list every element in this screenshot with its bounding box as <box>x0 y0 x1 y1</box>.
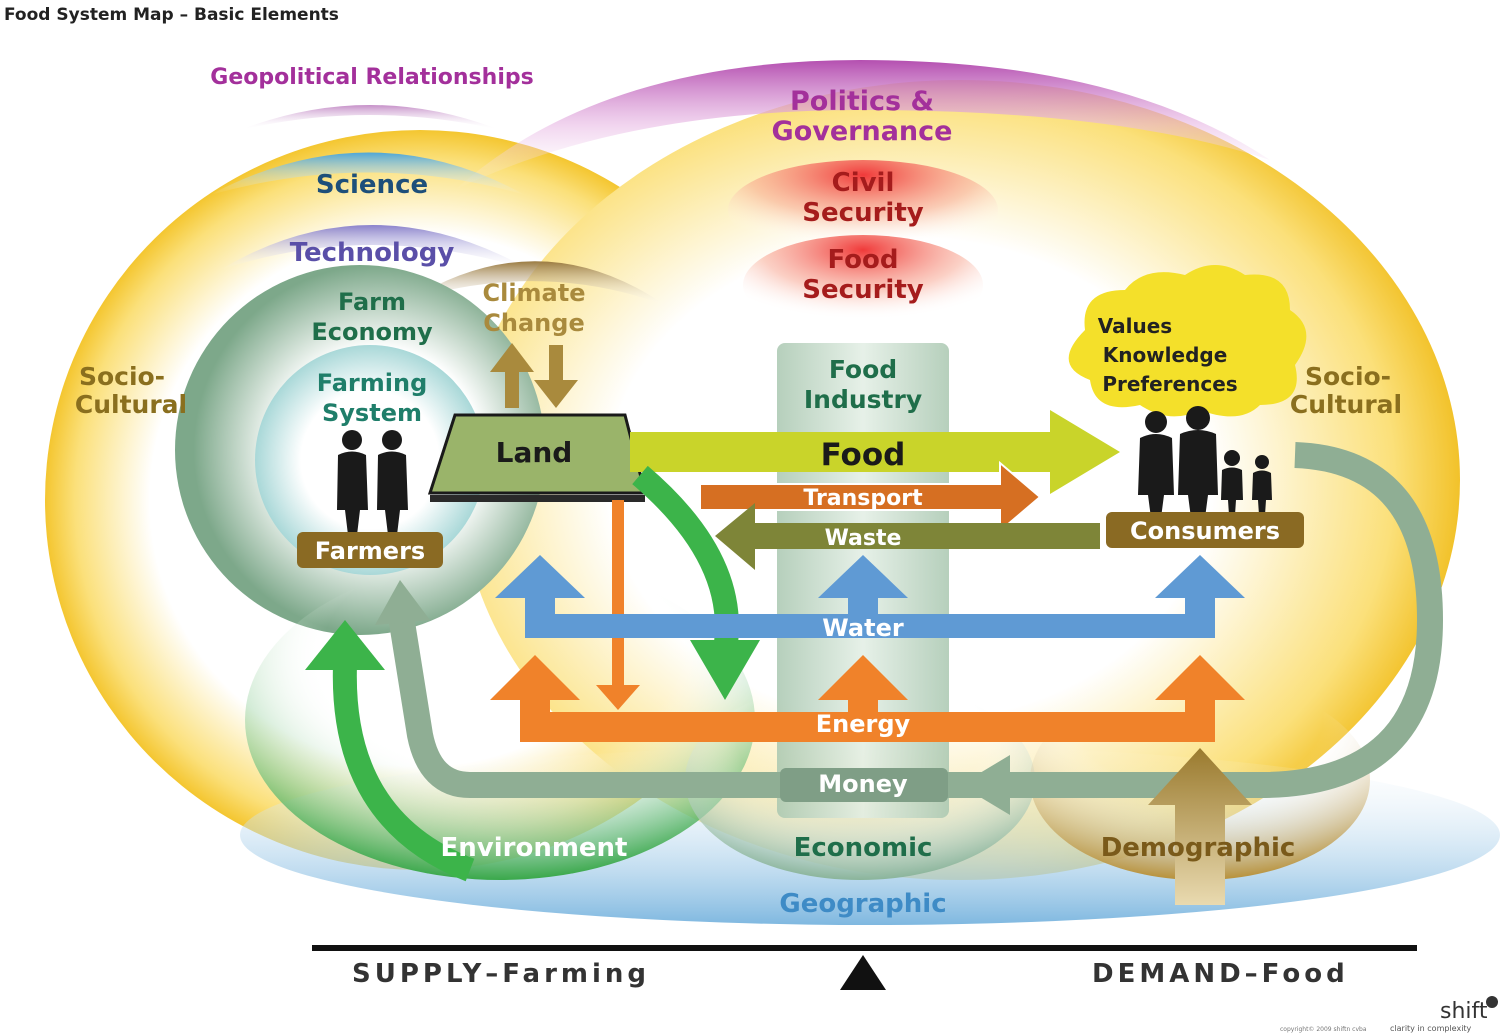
food-industry-line1: Food <box>829 355 897 384</box>
economic-label: Economic <box>794 833 933 863</box>
money-arrowhead-left <box>375 580 430 625</box>
values-line3: Preferences <box>1102 372 1237 396</box>
land-to-environment-arrowhead <box>690 640 760 700</box>
energy-pipe <box>520 698 1215 742</box>
land-label: Land <box>496 436 573 469</box>
science-label: Science <box>316 170 428 200</box>
climate-down-arrowhead <box>534 380 578 408</box>
waste-label: Waste <box>825 526 902 551</box>
balance-beam <box>312 945 1417 951</box>
food-security-line2: Security <box>802 275 923 305</box>
land-down-arrow-shaft <box>612 500 624 690</box>
energy-arrowhead-center <box>818 655 908 700</box>
page-title: Food System Map – Basic Elements <box>4 5 339 25</box>
energy-arrowhead-right <box>1155 655 1245 700</box>
farming-system-line2: System <box>322 399 422 427</box>
waste-arrow <box>715 503 1100 570</box>
supply-label: SUPPLY–Farming <box>352 959 650 989</box>
technology-label: Technology <box>290 238 455 268</box>
consumers-label: Consumers <box>1130 517 1280 545</box>
food-label: Food <box>821 437 906 473</box>
farmers-figures <box>337 430 408 535</box>
farming-system-line1: Farming <box>317 369 428 397</box>
consumers-figures <box>1138 406 1272 518</box>
socio-cultural-left-line2: Cultural <box>75 390 187 419</box>
water-label: Water <box>822 614 904 642</box>
energy-arrowhead-left <box>490 655 580 700</box>
civil-security-line1: Civil <box>832 168 895 198</box>
science-arc <box>210 152 525 195</box>
civil-security-glow <box>728 160 998 260</box>
demand-label: DEMAND–Food <box>1092 959 1349 989</box>
climate-up-arrowhead <box>490 343 534 372</box>
copyright-text: copyright© 2009 shiftn cvba <box>1280 1026 1367 1033</box>
logo-tagline: clarity in complexity <box>1390 1024 1472 1033</box>
money-arrowhead-center <box>960 755 1010 815</box>
demographic-arrow <box>1148 748 1252 905</box>
climate-down-arrow-shaft <box>549 345 563 383</box>
food-security-line1: Food <box>827 245 898 275</box>
food-security-glow <box>743 235 983 335</box>
civil-security-line2: Security <box>802 198 923 228</box>
consumers-label-box <box>1106 512 1304 548</box>
climate-change-line1: Climate <box>482 279 585 307</box>
environment-to-farmers-arrow <box>332 664 475 882</box>
politics-governance-arc <box>455 60 1270 190</box>
socio-cultural-left-line1: Socio- <box>79 362 165 391</box>
values-line2: Knowledge <box>1103 343 1228 367</box>
water-arrowhead-center <box>818 555 908 598</box>
socio-cultural-right-line1: Socio- <box>1305 362 1391 391</box>
technology-arc <box>220 225 530 270</box>
climate-up-arrow-shaft <box>505 370 519 408</box>
water-pipe <box>525 596 1215 638</box>
money-label-box <box>780 768 948 802</box>
farm-economy-line2: Economy <box>311 318 433 346</box>
socio-cultural-right-line2: Cultural <box>1290 390 1402 419</box>
water-column-shaft <box>848 596 878 616</box>
transport-label: Transport <box>803 486 923 511</box>
land-down-arrowhead <box>596 685 640 710</box>
climate-change-arc <box>410 261 665 305</box>
logo-text: shift <box>1440 999 1488 1024</box>
geographic-label: Geographic <box>779 889 946 919</box>
environment-label: Environment <box>441 833 628 863</box>
energy-label: Energy <box>816 710 911 738</box>
farmers-label: Farmers <box>315 537 425 565</box>
money-label: Money <box>818 770 908 798</box>
politics-label-line1: Politics & <box>790 86 934 117</box>
farm-economy-line1: Farm <box>338 288 406 316</box>
energy-column-shaft <box>848 698 878 714</box>
water-arrowhead-left <box>495 555 585 598</box>
balance-fulcrum <box>840 955 886 990</box>
values-line1: Values <box>1098 314 1172 338</box>
values-cloud <box>1068 265 1307 417</box>
farming-system-ring <box>255 345 485 575</box>
demographic-label: Demographic <box>1101 833 1296 863</box>
land-block-shadow <box>430 495 645 502</box>
food-arrow <box>630 410 1120 494</box>
geopolitical-label: Geopolitical Relationships <box>210 65 533 90</box>
food-industry-line2: Industry <box>804 385 922 414</box>
politics-label-line2: Governance <box>772 116 953 147</box>
climate-change-line2: Change <box>483 309 584 337</box>
money-loop <box>387 442 1443 798</box>
farmers-label-box <box>297 532 443 568</box>
shift-logo: shift clarity in complexity copyright© 2… <box>1280 996 1498 1033</box>
water-arrowhead-right <box>1155 555 1245 598</box>
geopolitical-arc <box>240 105 500 130</box>
logo-badge <box>1486 996 1498 1008</box>
environment-to-farmers-arrowhead <box>305 620 385 670</box>
